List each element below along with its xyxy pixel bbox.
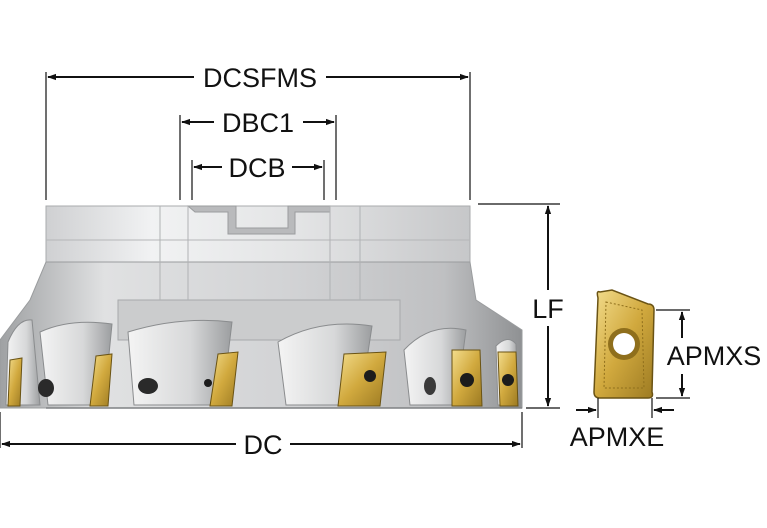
apmxe-label: APMXE [570, 422, 665, 452]
dcsfms-label: DCSFMS [203, 63, 317, 93]
cutter-body [0, 205, 523, 409]
dbc1-label: DBC1 [222, 108, 294, 138]
extension-lines [0, 72, 690, 448]
lf-label: LF [532, 294, 564, 324]
dc-label: DC [244, 430, 283, 460]
body-inserts [7, 349, 519, 407]
insert-detail [593, 289, 655, 399]
dimension-lines [1, 73, 686, 448]
dcb-label: DCB [228, 153, 285, 183]
apmxs-label: APMXS [667, 341, 762, 371]
